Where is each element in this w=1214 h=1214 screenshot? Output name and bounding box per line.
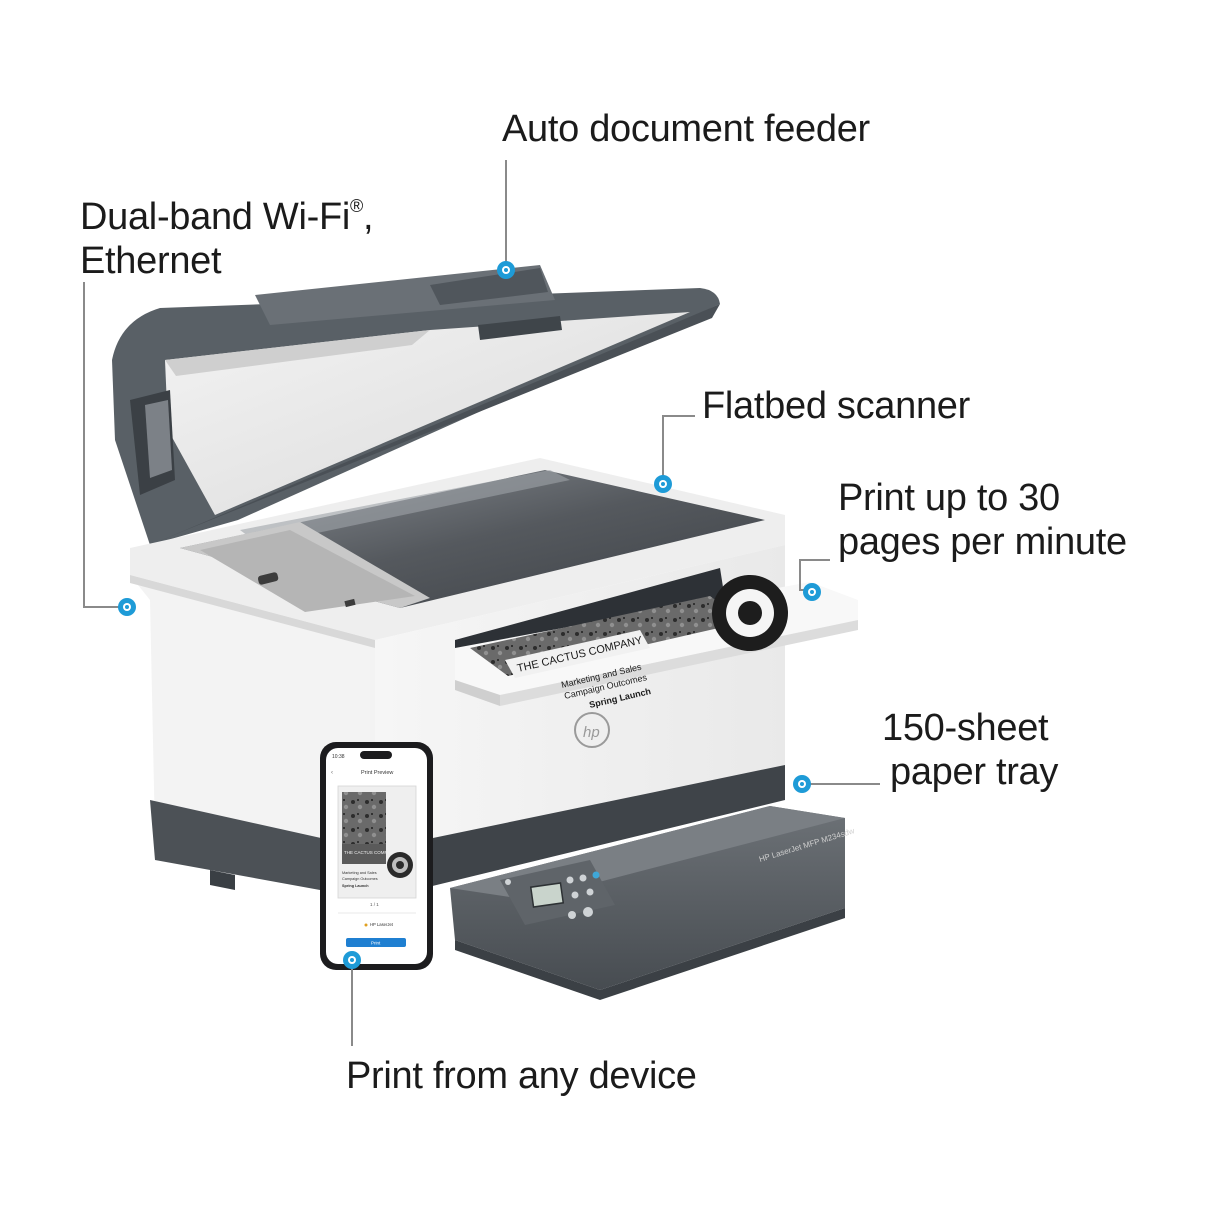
registered-mark: ® [350, 196, 363, 216]
panel-button[interactable] [566, 876, 574, 884]
speed-callout: Print up to 30 pages per minute [838, 476, 1127, 564]
phone-page-count: 1 / 1 [370, 902, 379, 907]
phone-print-button[interactable] [346, 938, 406, 947]
wifi-callout-line2: Ethernet [80, 240, 222, 282]
wifi-button[interactable] [592, 871, 600, 879]
scanner-lid[interactable] [112, 265, 720, 545]
panel-button[interactable] [586, 888, 594, 896]
cancel-button[interactable] [568, 911, 576, 919]
adf-dot-icon [497, 261, 515, 279]
speed-callout-line1: Print up to 30 [838, 477, 1060, 519]
callout-dots [118, 261, 821, 969]
panel-button[interactable] [579, 874, 587, 882]
speed-callout-line2: pages per minute [838, 521, 1127, 563]
phone-printer-name[interactable]: HP LaserJet [370, 922, 394, 927]
hp-logo-text: hp [583, 724, 600, 741]
phone-doc-line3: Spring Launch [342, 884, 369, 888]
wifi-callout-line1: Dual-band Wi-Fi [80, 196, 351, 238]
flatbed-leader-line [662, 415, 695, 484]
wifi-leader-line [83, 282, 127, 608]
wifi-callout: Dual-band Wi-Fi®, Ethernet [80, 195, 374, 283]
mobile-dot-icon [343, 951, 361, 969]
power-button[interactable] [505, 879, 511, 885]
phone-header-title: Print Preview [361, 770, 393, 776]
wifi-callout-comma: , [363, 196, 374, 238]
control-panel[interactable] [500, 860, 615, 925]
tray-dot-icon [793, 775, 811, 793]
mobile-callout: Print from any device [346, 1055, 697, 1097]
hp-logo: hp [574, 712, 610, 748]
start-button[interactable] [583, 907, 593, 917]
phone-time: 10:38 [332, 754, 345, 760]
wifi-dot-icon [118, 598, 136, 616]
panel-button[interactable] [571, 891, 579, 899]
flatbed-callout: Flatbed scanner [702, 385, 970, 427]
phone-back-icon[interactable]: ‹ [331, 770, 333, 776]
printer-status-icon [364, 923, 368, 927]
adf-handle[interactable] [478, 316, 562, 340]
lcd-display [529, 882, 565, 908]
adf-callout: Auto document feeder [502, 108, 870, 150]
phone-notch [360, 751, 392, 759]
smartphone[interactable]: 10:38 ‹ Print Preview THE CACTUS COMPANY… [320, 742, 433, 970]
tray-callout: 150-sheet paper tray [882, 706, 1058, 794]
output-paper-stack: THE CACTUS COMPANY Marketing and Sales C… [455, 568, 858, 710]
tray-callout-line2: paper tray [890, 751, 1059, 793]
tray-callout-line1: 150-sheet [882, 707, 1049, 749]
phone-doc-line1: Marketing and Sales [342, 871, 377, 875]
paper-tray[interactable]: HP LaserJet MFP M234sdw [450, 806, 856, 1000]
flatbed-scanner[interactable] [130, 458, 785, 640]
flatbed-dot-icon [654, 475, 672, 493]
phone-print-button-label[interactable]: Print [371, 941, 381, 946]
speed-dot-icon [803, 583, 821, 601]
phone-doc-line2: Campaign Outcomes [342, 877, 378, 881]
phone-doc-company: THE CACTUS COMPANY [344, 850, 396, 855]
